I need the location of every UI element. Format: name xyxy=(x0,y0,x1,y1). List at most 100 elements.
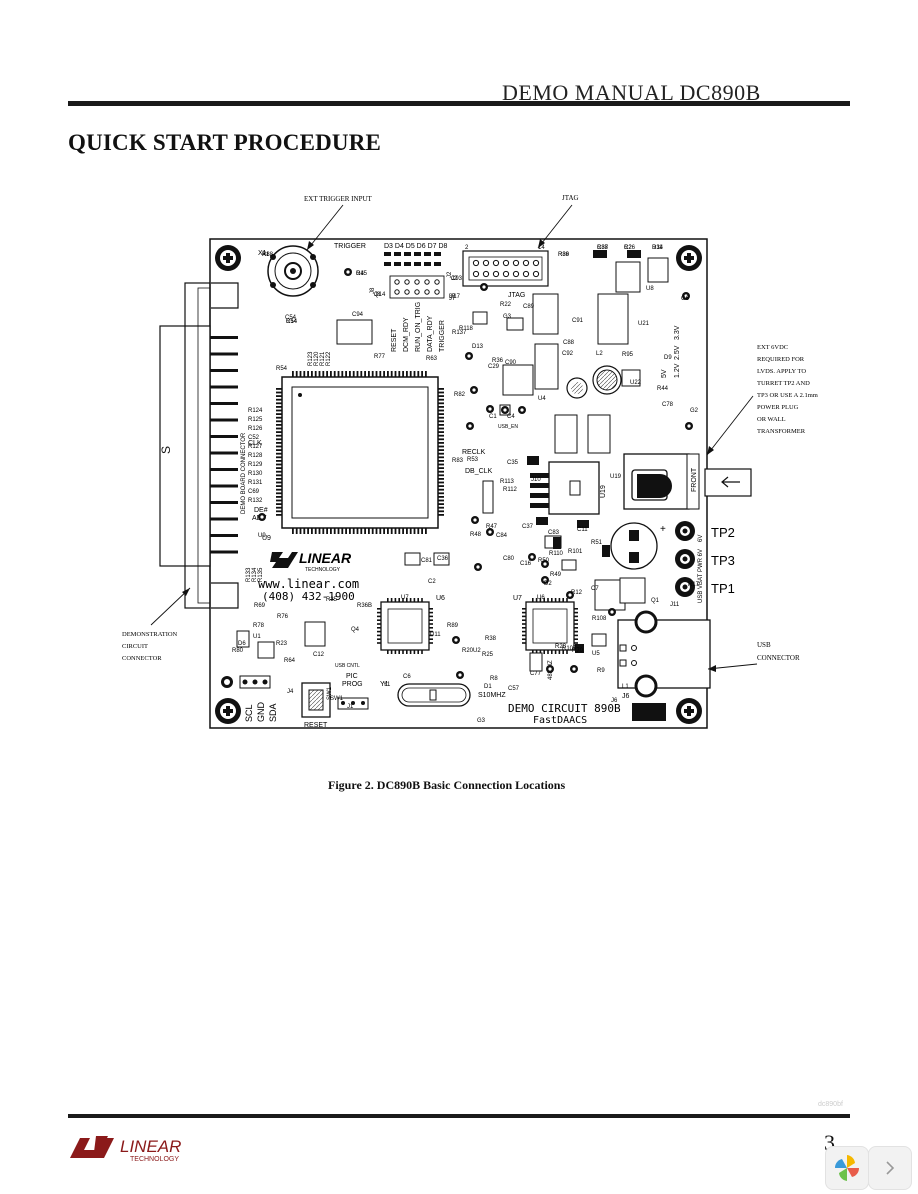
qfp-pin xyxy=(522,627,526,629)
svg-text:RESET: RESET xyxy=(304,722,328,729)
ref-designator: R83 xyxy=(452,458,464,464)
qfp-pin xyxy=(522,634,526,637)
ref-designator: C78 xyxy=(662,402,674,408)
fpga-pin xyxy=(276,478,282,480)
connector-pin xyxy=(210,501,238,504)
fpga-pin xyxy=(314,528,317,534)
ref-designator: R125 xyxy=(248,417,263,423)
qfp-pin xyxy=(402,598,404,602)
ref-designator: C69 xyxy=(248,489,260,495)
jtag-pin xyxy=(492,270,500,278)
dc-power-jack: FRONT xyxy=(623,453,752,510)
ref-designator: J8 xyxy=(374,292,381,298)
fpga-pin xyxy=(341,528,344,534)
connector-pin xyxy=(210,352,238,356)
page-number: 3 xyxy=(824,1130,835,1155)
fpga-pin xyxy=(276,427,282,430)
component-outline xyxy=(336,319,373,345)
ref-designator: C29 xyxy=(488,364,500,370)
fpga-pin xyxy=(394,528,397,534)
qfp-pin xyxy=(429,623,433,625)
status-label: TRIGGER xyxy=(439,320,446,352)
fpga-pin xyxy=(438,420,444,423)
ref-designator: R50 xyxy=(538,558,550,564)
ref-designator: R36B xyxy=(357,603,372,609)
qfp-pin xyxy=(429,619,433,621)
fpga-pin xyxy=(341,371,344,377)
test-point-hole xyxy=(684,294,688,298)
fpga-pin xyxy=(438,488,444,491)
header-pin xyxy=(414,279,420,285)
svg-text:J8: J8 xyxy=(370,287,376,294)
fpga-pin xyxy=(326,528,328,534)
svg-text:2: 2 xyxy=(465,245,469,251)
inductor-l2-core xyxy=(596,369,618,391)
fpga-pin xyxy=(295,371,298,377)
component-outline xyxy=(506,317,524,331)
ref-designator: R101 xyxy=(568,549,583,555)
qfp-pin xyxy=(574,619,578,621)
fpga-pin xyxy=(398,528,401,534)
next-page-button[interactable] xyxy=(868,1146,912,1190)
fpga-pin xyxy=(333,528,336,534)
ref-designator: C38 xyxy=(597,245,609,251)
svg-text:DEMO BOARD CONNECTOR: DEMO BOARD CONNECTOR xyxy=(241,432,247,514)
qfp-pin xyxy=(377,634,381,637)
fpga-pin xyxy=(330,371,332,377)
test-point-hole xyxy=(467,354,471,358)
component-outline xyxy=(534,343,559,390)
board-linear-logo: LINEAR TECHNOLOGY www.linear.com (408) 4… xyxy=(258,550,359,603)
component-outline xyxy=(591,633,607,647)
ref-designator: R9 xyxy=(597,668,605,674)
connector-pin xyxy=(210,517,238,521)
qfp-pin xyxy=(377,630,381,633)
test-point-hole xyxy=(346,270,350,274)
ref-designator: D9 xyxy=(664,355,672,361)
ref-designator: R36 xyxy=(492,358,504,364)
svg-text:USB VBAT: USB VBAT xyxy=(698,573,704,603)
qfp-pin xyxy=(377,642,381,644)
svg-text:USB CNTL: USB CNTL xyxy=(335,663,360,669)
fpga-pin xyxy=(276,499,282,502)
svg-text:J7: J7 xyxy=(449,296,456,302)
status-led xyxy=(404,262,411,266)
component-outline xyxy=(532,293,559,335)
ref-designator: R15 xyxy=(356,271,368,277)
fpga-pin xyxy=(402,528,404,534)
fpga-pin xyxy=(417,371,420,377)
qfp-pin xyxy=(377,608,381,610)
fpga-pin xyxy=(276,463,282,466)
ref-designator: SW1 xyxy=(330,696,344,702)
component-pad xyxy=(575,644,584,653)
board-diagram: S X1 C54 2 14 JTAG D3 D4 D5 D6 D7 D8 xyxy=(122,194,818,729)
test-point-hole xyxy=(458,673,462,677)
fpga-pin xyxy=(311,528,313,534)
ref-designator: U17 xyxy=(449,294,461,300)
fpga-pin xyxy=(326,371,328,377)
fpga-pin xyxy=(276,496,282,498)
viewer-app-button[interactable] xyxy=(825,1146,869,1190)
ref-designator: R113 xyxy=(500,479,515,485)
fpga-pin xyxy=(409,371,412,377)
svg-text:6V: 6V xyxy=(698,535,704,542)
pinwheel-icon xyxy=(834,1155,860,1181)
status-led xyxy=(434,252,441,256)
ref-designator: R80 xyxy=(232,648,244,654)
test-point-hole xyxy=(610,610,614,614)
fpga-pin xyxy=(276,398,282,401)
ref-designator: L1 xyxy=(622,684,629,690)
component-outline xyxy=(615,261,641,293)
qfp-pin xyxy=(398,598,400,602)
callout-text: CONNECTOR xyxy=(122,655,162,662)
fpga-pin xyxy=(438,431,444,433)
ref-designator: C12 xyxy=(313,652,325,658)
callout-text: POWER PLUG xyxy=(757,404,799,411)
ref-designator: R54 xyxy=(276,366,288,372)
ref-designator: G6 xyxy=(681,296,690,302)
fpga-pin xyxy=(276,485,282,487)
header-pin xyxy=(434,289,440,295)
status-led xyxy=(394,262,401,266)
fpga-pin xyxy=(292,528,294,534)
fpga-pin xyxy=(438,402,444,405)
component-pad xyxy=(527,456,539,465)
